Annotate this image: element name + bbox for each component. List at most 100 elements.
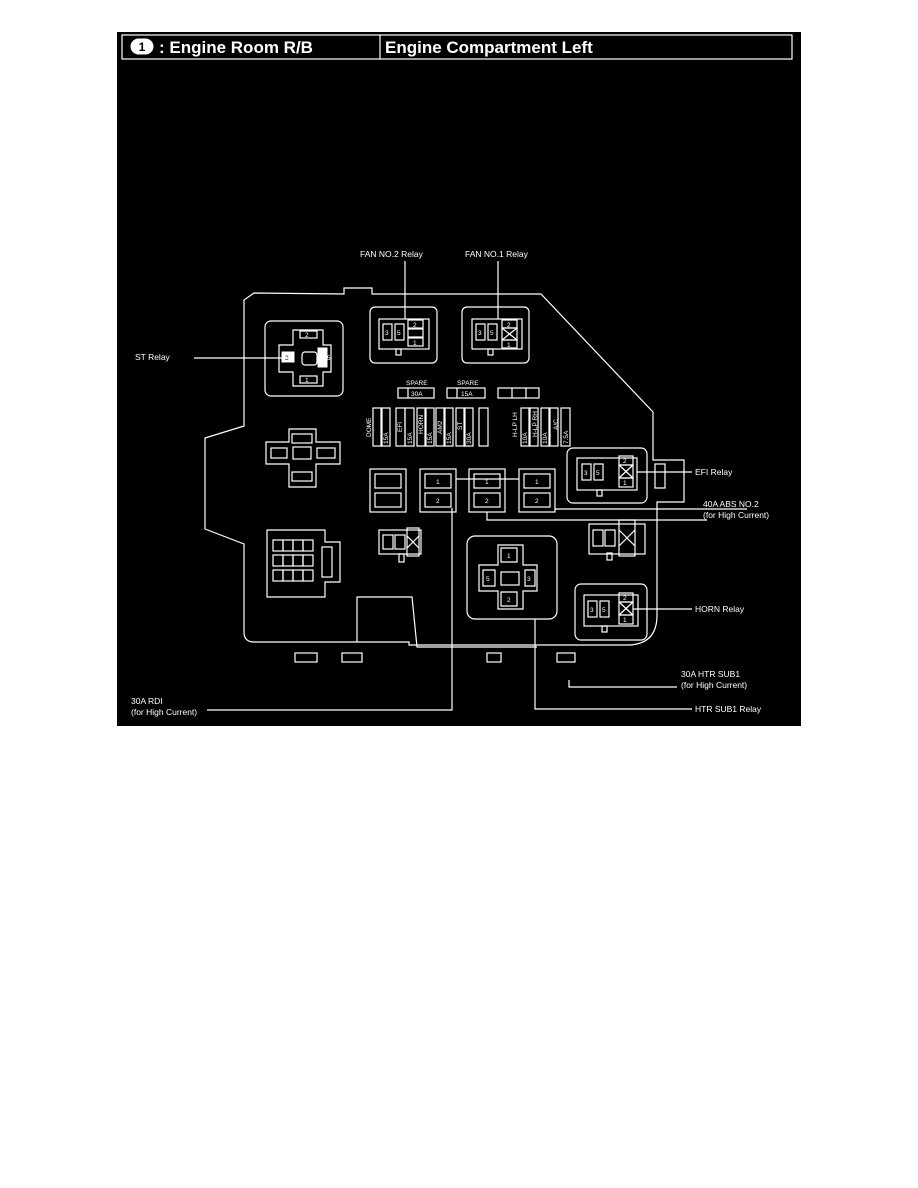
fuse-name: HORN (418, 415, 425, 434)
htr-sub1-relay-label: HTR SUB1 Relay (695, 704, 762, 714)
relay-diode-icon (618, 529, 636, 547)
terminal-number: 2 (436, 498, 440, 505)
relay-key (398, 553, 405, 563)
rdi-fuse-label: 30A RDI (131, 696, 163, 706)
terminal-number: 5 (596, 470, 600, 477)
terminal-number: 3 (590, 607, 594, 614)
connector-pin (291, 433, 313, 444)
relay-terminal (475, 323, 486, 341)
relay-terminal (618, 477, 634, 488)
relay-terminal (618, 614, 634, 625)
fan-no1-relay-label: FAN NO.1 Relay (465, 249, 529, 259)
relay-terminal (406, 527, 420, 557)
fuse-rating: 15A (446, 432, 453, 444)
relay-terminal (394, 534, 406, 550)
mounting-tab (294, 652, 318, 663)
terminal-number: 3 (584, 470, 588, 477)
terminal-number: 1 (507, 342, 511, 349)
spare-fuse-empty (497, 387, 540, 399)
fan-no2-relay-label: FAN NO.2 Relay (360, 249, 424, 259)
connector-pin (270, 447, 288, 459)
relay-terminal (500, 591, 518, 607)
fuse-slot (523, 473, 551, 489)
relay-terminal (407, 328, 424, 338)
relay-block-title: : Engine Room R/B (159, 38, 313, 57)
relay-key (596, 489, 603, 497)
fusible-link-slot (374, 492, 402, 508)
st-relay-terminal (299, 330, 318, 339)
terminal-number: 5 (486, 576, 490, 583)
terminal-number: 1 (413, 340, 417, 347)
spare-fuse-label: SPARE (406, 380, 428, 387)
fan-no1-relay-connector (471, 318, 523, 350)
fuse-slot (473, 492, 501, 508)
relay-terminal (501, 339, 518, 349)
harness-pin-grid (272, 539, 333, 582)
fuse-name: DOME (366, 417, 373, 437)
relay-terminal (604, 529, 616, 547)
relay-terminal (599, 600, 610, 618)
mounting-tab (486, 652, 502, 663)
relay-key (487, 348, 494, 356)
relay-terminal (500, 547, 518, 563)
fuse-name: A/C (553, 419, 560, 430)
htr-sub1-fuse-sublabel: (for High Current) (681, 680, 747, 690)
terminal-number: 3 (478, 330, 482, 337)
spare-fuse-rating: 30A (411, 391, 423, 398)
efi-relay-label: EFI Relay (695, 467, 733, 477)
connector-badge-number: 1 (139, 40, 146, 54)
st-relay-terminal (281, 351, 295, 363)
htr-sub1-relay-connector (478, 544, 538, 610)
fuse-name: H-LP LH (512, 412, 519, 437)
relay-diode-icon (618, 464, 634, 479)
efi-relay-socket (566, 447, 648, 504)
horn-relay-connector (583, 594, 639, 627)
cross-connector (265, 428, 341, 488)
relay-key (601, 625, 608, 633)
terminal-number: 1 (436, 479, 440, 486)
terminal-number: 5 (397, 330, 401, 337)
relay-block-location: Engine Compartment Left (385, 38, 593, 57)
connector-badge-icon (130, 38, 154, 55)
relay-terminal (487, 323, 498, 341)
relay-terminal (581, 463, 592, 481)
fuse-name: H-LP RH (532, 411, 539, 437)
st-relay-label: ST Relay (135, 352, 171, 362)
terminal-number: 2 (413, 322, 417, 329)
efi-relay-connector (576, 457, 638, 491)
st-relay-terminal (299, 375, 318, 384)
fuse-rating: 15A (383, 432, 390, 444)
fuse-name: ST (457, 422, 464, 430)
terminal-number: 1 (535, 479, 539, 486)
terminal-number: 3 (527, 576, 531, 583)
fusible-link-slot (374, 473, 402, 489)
relay-terminal (592, 529, 604, 547)
terminal-number: 2 (535, 498, 539, 505)
fuse-rating: 10A (522, 432, 529, 444)
relay-terminal (482, 569, 496, 587)
abs-no2-fuse-sublabel: (for High Current) (703, 510, 769, 520)
terminal-number: 1 (305, 377, 309, 384)
terminal-number: 5 (602, 607, 606, 614)
terminal-number: 2 (507, 597, 511, 604)
fuse-rating: 15A (407, 432, 414, 444)
terminal-number: 3 (385, 330, 389, 337)
rdi-fuse-block (419, 468, 457, 513)
fuse-slot (473, 473, 501, 489)
terminal-number: 2 (485, 498, 489, 505)
relay-terminal (382, 323, 393, 341)
relay-terminal (593, 463, 604, 481)
htr-sub1-fuse-label: 30A HTR SUB1 (681, 669, 740, 679)
htr-sub1-relay-socket (466, 535, 558, 620)
relay-terminal (407, 319, 424, 329)
fan-no1-relay-socket (461, 306, 530, 364)
st-relay-terminal (317, 347, 328, 368)
relay-terminal (524, 569, 536, 587)
relay-terminal (407, 337, 424, 347)
fuse-name: AM2 (437, 420, 444, 434)
terminal-number: 1 (485, 479, 489, 486)
relay-diode-icon (618, 601, 634, 616)
relay-diode-icon (406, 535, 420, 549)
spare-fuse-rating: 15A (461, 391, 473, 398)
st-relay-terminal (301, 351, 318, 366)
